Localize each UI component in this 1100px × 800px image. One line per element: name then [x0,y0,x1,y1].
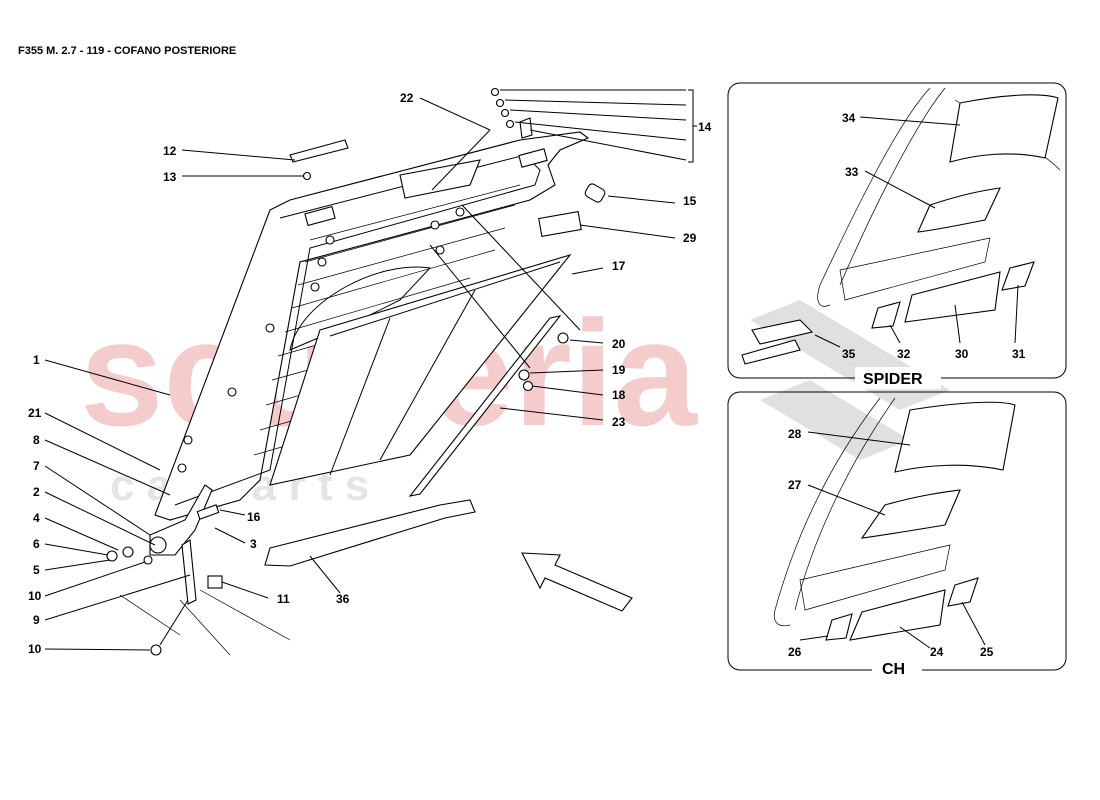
callout-15: 15 [683,194,697,208]
callout-30: 30 [955,347,969,361]
callout-28: 28 [788,427,802,441]
callout-31: 31 [1012,347,1026,361]
callout-10-lower: 10 [28,642,42,656]
callout-7: 7 [33,459,40,473]
callout-5: 5 [33,563,40,577]
callout-9: 9 [33,613,40,627]
callout-18: 18 [612,388,626,402]
page-title: F355 M. 2.7 - 119 - COFANO POSTERIORE [18,45,237,57]
callout-17: 17 [612,259,626,273]
insulating-panel [269,253,572,486]
callout-20: 20 [612,337,626,351]
callouts-main: 1 21 8 7 2 4 6 5 10 9 10 11 12 13 22 14 … [28,91,712,656]
callout-33: 33 [845,165,859,179]
callout-1: 1 [33,353,40,367]
ch-panel: 28 27 26 24 25 CH [727,391,1067,680]
callout-4: 4 [33,511,40,525]
callout-8: 8 [33,433,40,447]
spider-panel: 34 33 35 32 30 31 SPIDER [727,82,1067,389]
callout-29: 29 [683,231,697,245]
callout-6: 6 [33,537,40,551]
callout-24: 24 [930,645,944,659]
direction-arrow [521,552,633,612]
callout-16: 16 [247,510,261,524]
callout-13: 13 [163,170,177,184]
callout-34: 34 [842,111,856,125]
callout-22: 22 [400,91,414,105]
callout-25: 25 [980,645,994,659]
hinge-assembly [106,484,223,656]
callout-35: 35 [842,347,856,361]
callout-27: 27 [788,478,802,492]
callout-12: 12 [163,144,177,158]
hood-clips [177,207,465,473]
rear-hood [106,87,697,656]
callout-14: 14 [698,120,712,134]
callout-21: 21 [28,406,42,420]
callout-32: 32 [897,347,911,361]
callout-23: 23 [612,415,626,429]
ch-label: CH [882,661,905,678]
callout-36: 36 [336,592,350,606]
seal-strip [408,315,562,497]
callout-19: 19 [612,363,626,377]
leader-lines [44,89,687,651]
callout-2: 2 [33,485,40,499]
callout-26: 26 [788,645,802,659]
small-parts [289,87,606,392]
callout-10-upper: 10 [28,589,42,603]
callout-3: 3 [250,537,257,551]
gasket-strip [264,499,476,567]
callout-11: 11 [277,592,290,606]
spider-label: SPIDER [863,371,923,388]
